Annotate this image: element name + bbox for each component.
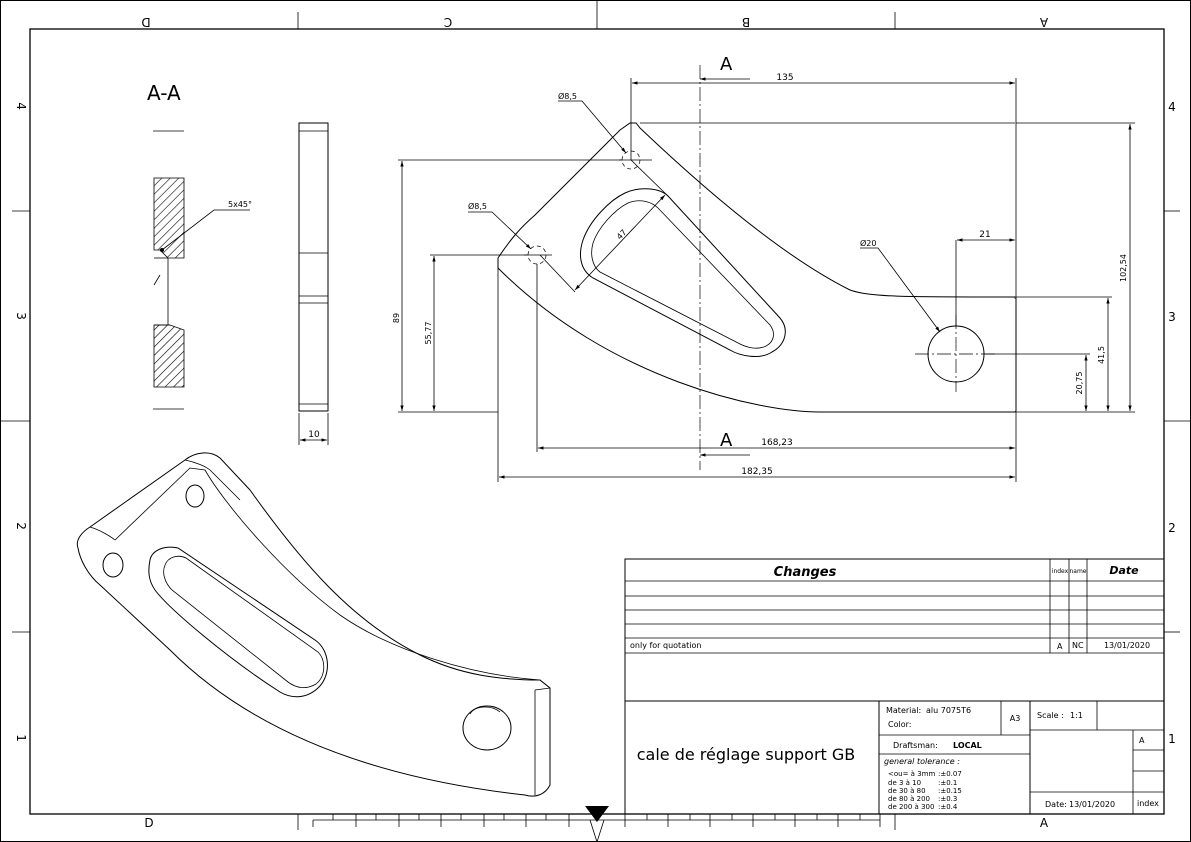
dim-21: 21 bbox=[979, 230, 990, 240]
part-title: cale de réglage support GB bbox=[637, 745, 856, 764]
iso-slot-outer bbox=[148, 546, 328, 698]
grid-labels: D C B A D A 4 3 2 1 4 3 2 1 bbox=[14, 15, 1176, 830]
scale-ruler bbox=[312, 806, 881, 842]
dim-168: 168,23 bbox=[761, 438, 793, 448]
date-header: Date bbox=[1109, 564, 1139, 577]
material-label: Material: bbox=[886, 706, 921, 715]
section-hatch-top bbox=[153, 177, 185, 259]
material-value: alu 7075T6 bbox=[926, 706, 971, 715]
iso-hole-top bbox=[185, 484, 205, 508]
row-label-4-right: 4 bbox=[1168, 100, 1176, 114]
row-label-1-right: 1 bbox=[1168, 732, 1176, 746]
draftsman-label: Draftsman: bbox=[893, 741, 938, 750]
dim-hole-top: Ø8,5 bbox=[558, 91, 577, 101]
col-label-d-bottom: D bbox=[144, 816, 153, 830]
side-view: 10 bbox=[298, 122, 329, 445]
row-label-2: 2 bbox=[14, 522, 28, 530]
tolerance-value-0: :±0.07 bbox=[938, 770, 962, 778]
dim-182: 182,35 bbox=[741, 467, 773, 477]
iso-hole-left bbox=[102, 552, 124, 578]
col-label-a-bottom: A bbox=[1040, 816, 1049, 830]
row-label-2-right: 2 bbox=[1168, 521, 1176, 535]
centering-arrow-icon bbox=[585, 806, 609, 822]
row-label-4: 4 bbox=[14, 102, 28, 110]
col-label-b: B bbox=[742, 15, 750, 29]
name-header: name bbox=[1069, 568, 1086, 575]
tolerance-value-1: :±0.1 bbox=[938, 779, 957, 787]
format-value: A3 bbox=[1010, 714, 1021, 723]
tolerance-range-0: <ou= à 3mm bbox=[888, 770, 935, 778]
chamfer-note: 5x45° bbox=[228, 200, 252, 209]
dim-135: 135 bbox=[776, 73, 793, 83]
section-hatch-bottom bbox=[153, 324, 185, 388]
front-view: A A 135 Ø8,5 Ø8,5 47 Ø20 21 102,54 4 bbox=[392, 54, 1135, 482]
tolerance-value-4: :±0.4 bbox=[938, 803, 958, 811]
tolerance-range-4: de 200 à 300 bbox=[888, 803, 934, 811]
tolerance-range-2: de 30 à 80 bbox=[888, 787, 926, 795]
date-label: Date: bbox=[1045, 800, 1067, 809]
changes-header: Changes bbox=[774, 565, 837, 580]
change-description: only for quotation bbox=[630, 641, 701, 650]
tolerance-range-3: de 80 à 200 bbox=[888, 795, 930, 803]
isometric-view bbox=[76, 452, 551, 797]
slot-outer bbox=[580, 188, 786, 357]
row-label-1: 1 bbox=[14, 734, 28, 742]
section-mark-bottom: A bbox=[720, 430, 733, 451]
scale-label: Scale : bbox=[1037, 711, 1064, 720]
col-label-c: C bbox=[444, 15, 452, 29]
title-block: Changes index name Date only for quotati… bbox=[624, 558, 1165, 815]
section-view-a-a: A-A 5x45° bbox=[147, 81, 252, 410]
dim-102: 102,54 bbox=[1119, 254, 1128, 282]
tolerance-value-2: :±0.15 bbox=[938, 787, 962, 795]
row-label-3-right: 3 bbox=[1168, 310, 1176, 324]
dim-hole-left: Ø8,5 bbox=[468, 201, 487, 211]
part-outline bbox=[497, 122, 1017, 413]
change-name: NC bbox=[1072, 641, 1084, 650]
dim-slot-47: 47 bbox=[615, 228, 629, 242]
index-label: index bbox=[1137, 799, 1159, 808]
date-value: 13/01/2020 bbox=[1069, 800, 1115, 809]
tolerance-value-3: :±0.3 bbox=[938, 795, 957, 803]
col-label-a: A bbox=[1039, 15, 1048, 29]
color-label: Color: bbox=[888, 720, 911, 729]
dim-41: 41,5 bbox=[1097, 346, 1106, 364]
tolerance-title: general tolerance : bbox=[884, 757, 960, 766]
change-date: 13/01/2020 bbox=[1104, 641, 1150, 650]
section-mark-top: A bbox=[720, 54, 733, 75]
scale-value: 1:1 bbox=[1070, 711, 1083, 720]
slot-inner bbox=[591, 200, 774, 349]
iso-outline bbox=[76, 452, 551, 797]
index-header: index bbox=[1052, 568, 1069, 575]
revision-index: A bbox=[1139, 736, 1145, 745]
iso-slot-inner bbox=[163, 555, 325, 688]
iso-hole-big bbox=[462, 705, 512, 751]
dim-55: 55,77 bbox=[424, 322, 433, 345]
dim-hole-big: Ø20 bbox=[860, 238, 876, 248]
section-title: A-A bbox=[147, 81, 181, 105]
row-label-3: 3 bbox=[14, 312, 28, 320]
change-index: A bbox=[1057, 642, 1063, 651]
draftsman-value: LOCAL bbox=[953, 741, 982, 750]
tolerance-range-1: de 3 à 10 bbox=[888, 779, 921, 787]
dim-20: 20,75 bbox=[1075, 372, 1084, 395]
dim-thickness: 10 bbox=[308, 430, 320, 440]
col-label-d: D bbox=[141, 15, 150, 29]
dim-89: 89 bbox=[392, 313, 401, 323]
